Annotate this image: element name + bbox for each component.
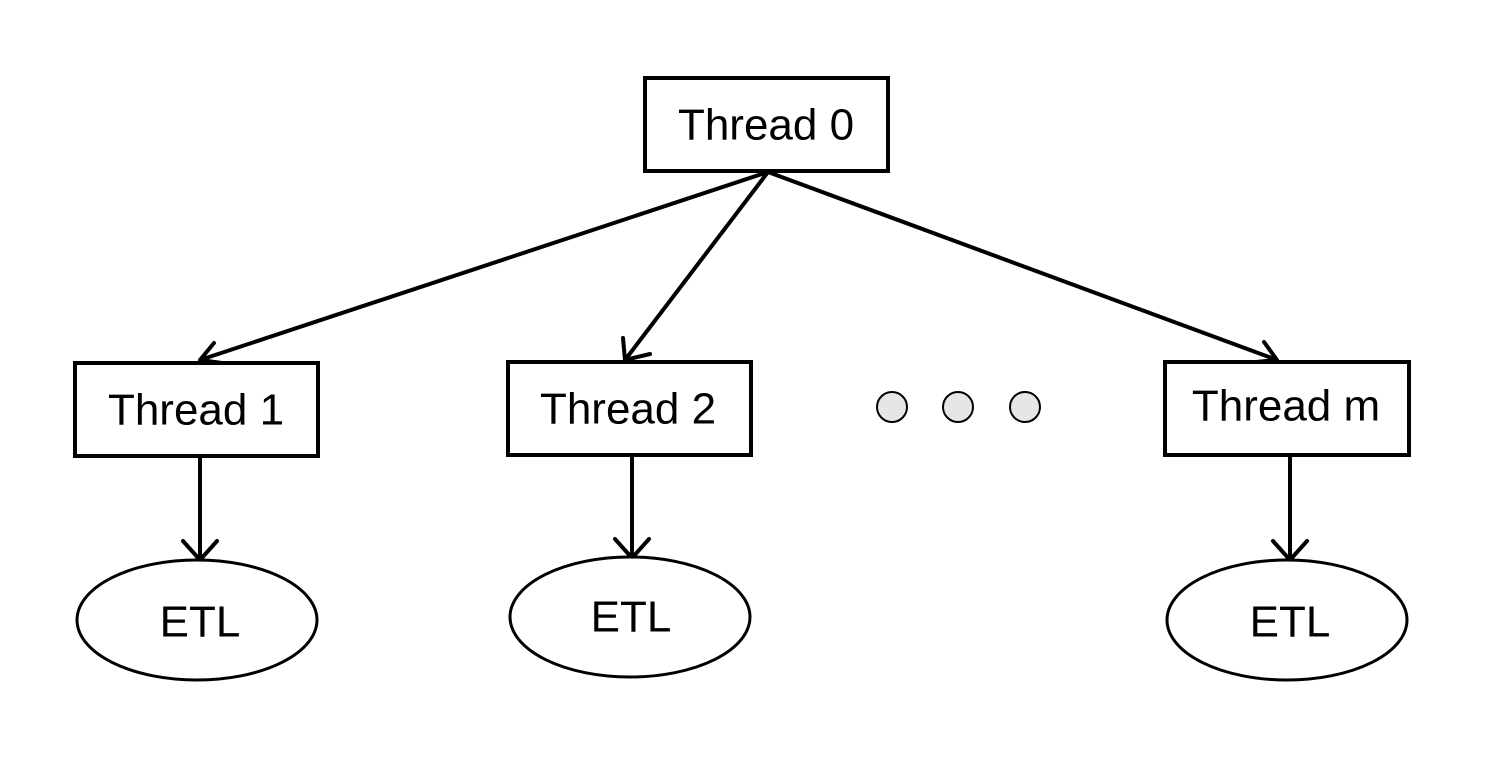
node-etl-m: ETL xyxy=(1165,558,1409,682)
ellipsis-dot xyxy=(876,391,908,423)
edge-thread-0-to-thread-m xyxy=(767,170,1278,362)
node-thread-0: Thread 0 xyxy=(643,76,890,173)
node-etl-m-shape xyxy=(1165,558,1409,682)
node-thread-1: Thread 1 xyxy=(73,361,320,458)
edge-thread-0-to-thread-1 xyxy=(199,170,769,362)
node-etl-1-label: ETL xyxy=(160,598,241,647)
node-thread-0-label: Thread 0 xyxy=(678,101,854,150)
node-thread-m-label: Thread m xyxy=(1192,382,1380,431)
node-etl-1-shape xyxy=(75,558,319,682)
ellipsis-dot xyxy=(942,391,974,423)
node-etl-1: ETL xyxy=(75,558,319,682)
node-etl-2-label: ETL xyxy=(591,593,672,642)
node-thread-1-box xyxy=(73,361,320,458)
node-thread-2: Thread 2 xyxy=(506,360,753,457)
node-etl-2: ETL xyxy=(508,555,752,679)
edge-thread-0-to-thread-2 xyxy=(623,170,770,362)
node-thread-1-label: Thread 1 xyxy=(108,386,284,435)
node-thread-m: Thread m xyxy=(1163,360,1411,457)
node-thread-m-box xyxy=(1163,360,1411,457)
node-thread-0-box xyxy=(643,76,890,173)
node-etl-m-label: ETL xyxy=(1250,598,1331,647)
ellipsis-dot xyxy=(1009,391,1041,423)
node-etl-2-shape xyxy=(508,555,752,679)
ellipsis-dots xyxy=(876,391,1041,423)
node-thread-2-box xyxy=(506,360,753,457)
node-thread-2-label: Thread 2 xyxy=(540,385,716,434)
